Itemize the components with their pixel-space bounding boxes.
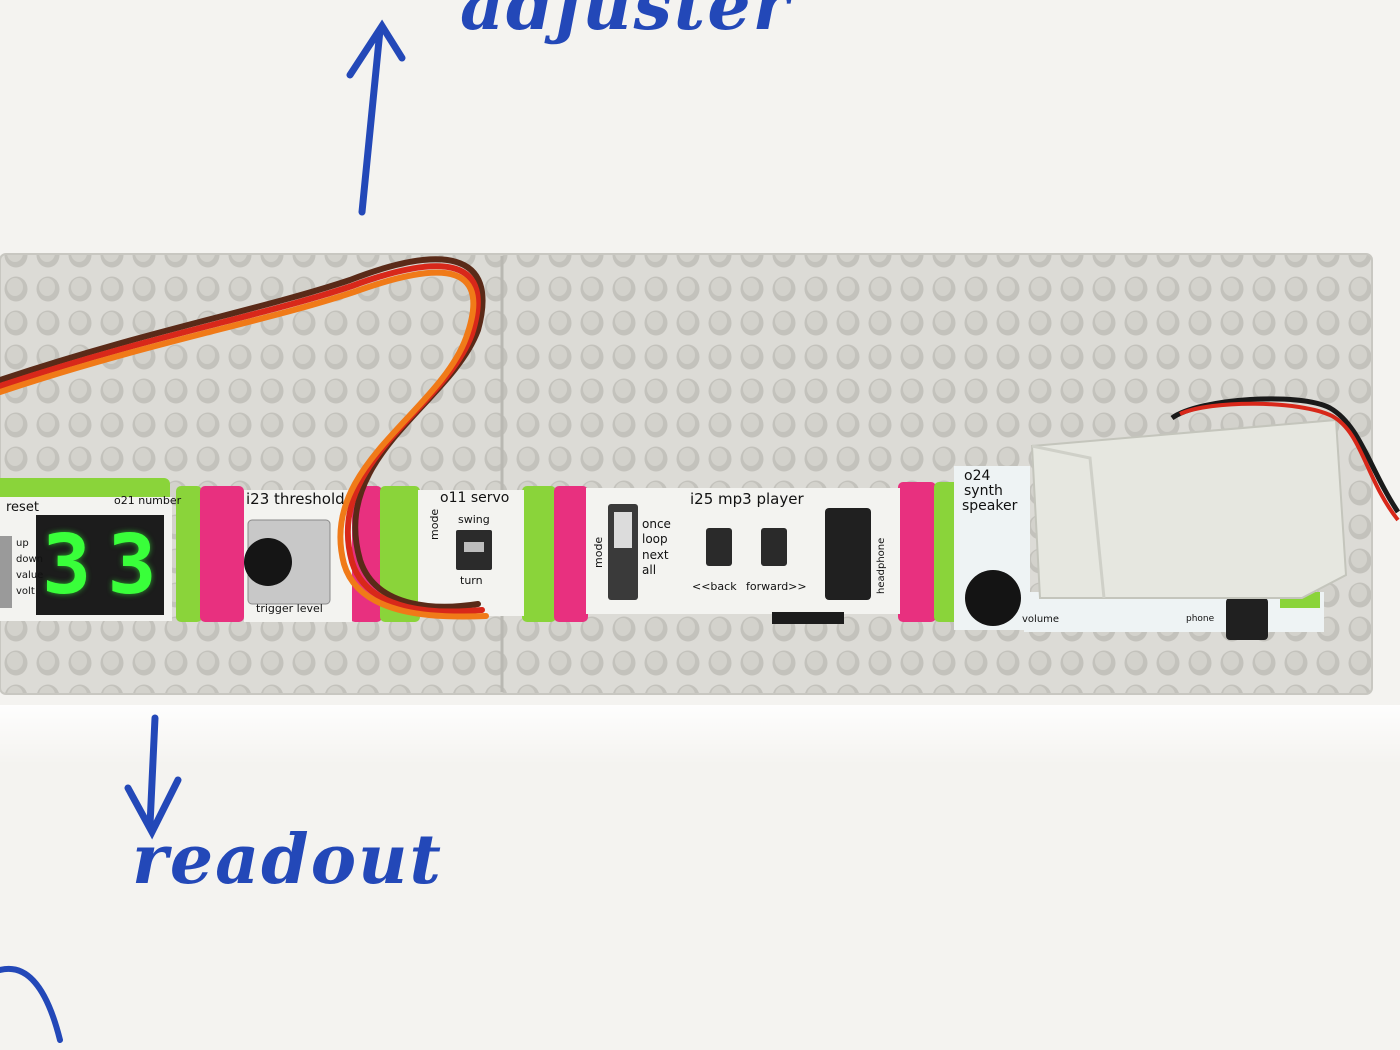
connector-pink-1: [200, 486, 244, 622]
servo-wire-orange: [0, 269, 489, 620]
speaker-title-line1: o24: [964, 468, 991, 484]
mp3-mode-slider: [614, 512, 632, 548]
servo-switch-top: swing: [458, 513, 490, 526]
curve-scribble: [0, 965, 63, 1043]
number-side-switch: [0, 536, 12, 608]
servo-switch-bottom: turn: [460, 574, 483, 587]
speaker-wire-red: [1179, 401, 1400, 522]
speaker-title-line2: synth: [964, 483, 1003, 499]
mp3-mode-once: once: [642, 517, 671, 531]
connector-pink-3: [554, 486, 588, 622]
speaker-jack-label: phone: [1186, 614, 1215, 624]
servo-wire-red: [0, 263, 485, 615]
headphone-jack[interactable]: [825, 508, 871, 600]
servo-title: o11 servo: [440, 490, 510, 506]
number-mode-volt: volt: [16, 586, 35, 597]
adjuster-label: adjuster: [460, 0, 791, 46]
speaker-title-line3: speaker: [962, 498, 1018, 514]
volume-knob-icon[interactable]: [965, 570, 1021, 626]
mp3-back-label: <<back: [692, 580, 737, 593]
servo-switch-slider: [464, 542, 484, 552]
servo-switch-side: mode: [428, 508, 441, 540]
connector-green-3: [522, 486, 556, 622]
mp3-mode-loop: loop: [642, 532, 668, 546]
mp3-forward-label: forward>>: [746, 580, 807, 593]
trigger-level-knob-icon[interactable]: [244, 538, 292, 586]
servo-wire-brown: [0, 256, 486, 610]
connector-green-2: [380, 486, 420, 622]
forward-button[interactable]: [761, 528, 787, 566]
connector-green-1: [176, 486, 202, 622]
back-button[interactable]: [706, 528, 732, 566]
mp3-mode-label: mode: [592, 536, 605, 568]
mp3-jack-label: headphone: [876, 537, 887, 594]
speaker-volume-label: volume: [1022, 614, 1060, 625]
threshold-knob-label: trigger level: [256, 602, 323, 615]
mp3-title: i25 mp3 player: [690, 490, 804, 508]
number-mode-value: value: [16, 570, 44, 581]
number-mode-up: up: [16, 538, 29, 549]
mp3-mode-next: next: [642, 548, 669, 562]
mp3-mode-all: all: [642, 563, 657, 577]
up-arrow-icon: [346, 19, 406, 216]
readout-label: readout: [132, 820, 443, 900]
number-title: o21 number: [114, 494, 182, 507]
down-arrow-icon: [124, 714, 182, 840]
number-mode-down: down: [16, 554, 43, 565]
number-display-value: 33: [42, 518, 173, 613]
threshold-title: i23 threshold: [246, 490, 345, 508]
number-display-frame: [36, 515, 164, 615]
number-reset-label: reset: [6, 500, 39, 515]
connector-pink-4: [898, 482, 936, 622]
speaker-phone-jack[interactable]: [1226, 598, 1268, 640]
board-glare: [0, 705, 1400, 765]
speaker-box: [1030, 418, 1348, 599]
speaker-box-edge: [1031, 444, 1106, 599]
mp3-card-slot: [772, 612, 844, 624]
